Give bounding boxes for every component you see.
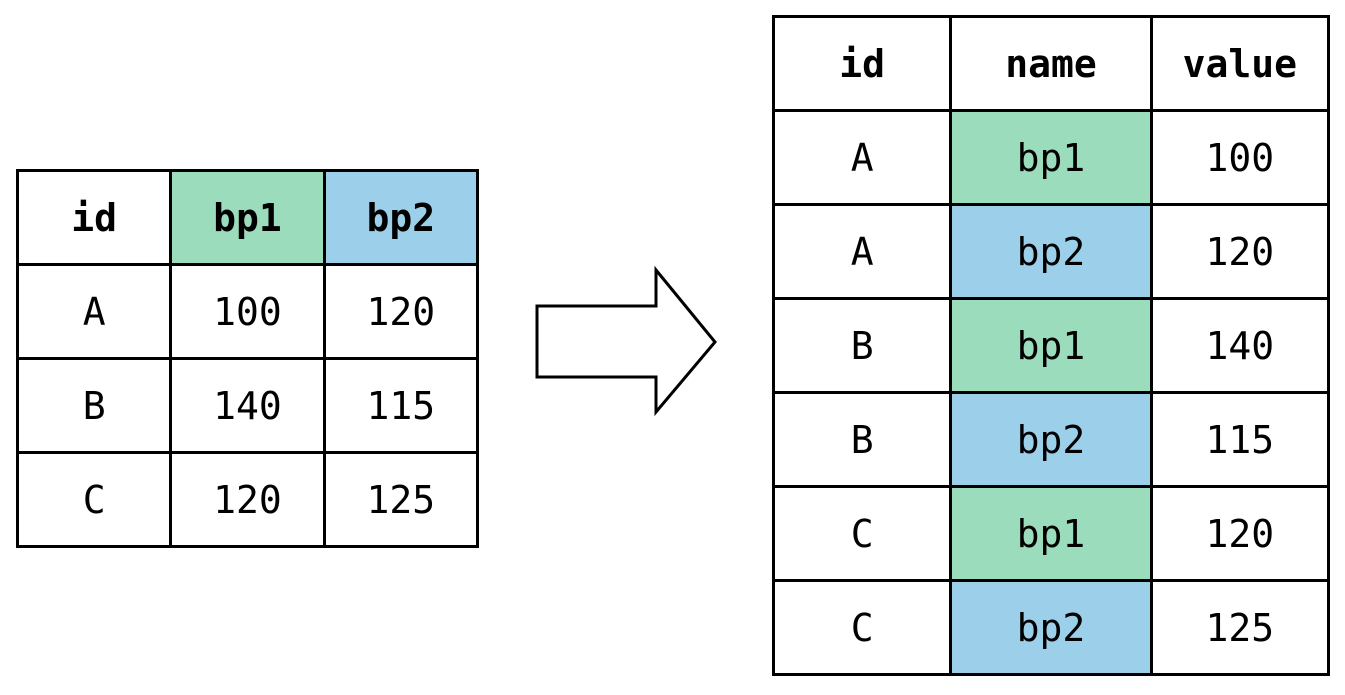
long-cell-id: B	[771, 297, 953, 394]
long-cell-id: C	[771, 579, 953, 676]
long-header-value: value	[1149, 15, 1331, 112]
long-cell-name: bp1	[949, 297, 1153, 394]
long-table-row: C bp2 125	[771, 579, 1331, 676]
long-cell-id: C	[771, 485, 953, 582]
wide-table-row: B 140 115	[15, 357, 480, 454]
long-header-row: id name value	[771, 15, 1331, 112]
long-table-row: C bp1 120	[771, 485, 1331, 582]
wide-header-bp1: bp1	[169, 169, 326, 266]
long-header-name: name	[949, 15, 1153, 112]
long-table-row: B bp2 115	[771, 391, 1331, 488]
long-table-row: A bp1 100	[771, 109, 1331, 206]
wide-cell-bp2: 120	[322, 263, 480, 360]
long-cell-name: bp2	[949, 203, 1153, 300]
wide-table: id bp1 bp2 A 100 120 B 140 115 C 120 125	[15, 169, 480, 548]
wide-cell-id: B	[15, 357, 173, 454]
right-arrow-icon	[535, 265, 717, 417]
wide-cell-bp1: 100	[169, 263, 326, 360]
long-header-id: id	[771, 15, 953, 112]
wide-cell-bp2: 125	[322, 451, 480, 548]
long-cell-value: 140	[1149, 297, 1331, 394]
long-cell-name: bp2	[949, 391, 1153, 488]
long-cell-name: bp2	[949, 579, 1153, 676]
long-cell-value: 120	[1149, 203, 1331, 300]
long-table-row: B bp1 140	[771, 297, 1331, 394]
wide-header-row: id bp1 bp2	[15, 169, 480, 266]
long-table-row: A bp2 120	[771, 203, 1331, 300]
wide-cell-id: C	[15, 451, 173, 548]
wide-cell-id: A	[15, 263, 173, 360]
long-cell-value: 100	[1149, 109, 1331, 206]
wide-table-row: A 100 120	[15, 263, 480, 360]
long-cell-value: 120	[1149, 485, 1331, 582]
long-cell-id: B	[771, 391, 953, 488]
long-cell-id: A	[771, 203, 953, 300]
long-cell-value: 115	[1149, 391, 1331, 488]
wide-cell-bp1: 120	[169, 451, 326, 548]
wide-cell-bp1: 140	[169, 357, 326, 454]
long-table: id name value A bp1 100 A bp2 120 B bp1 …	[771, 15, 1331, 676]
wide-header-bp2: bp2	[322, 169, 480, 266]
wide-table-row: C 120 125	[15, 451, 480, 548]
long-cell-name: bp1	[949, 485, 1153, 582]
long-cell-value: 125	[1149, 579, 1331, 676]
wide-cell-bp2: 115	[322, 357, 480, 454]
long-cell-id: A	[771, 109, 953, 206]
wide-header-id: id	[15, 169, 173, 266]
long-cell-name: bp1	[949, 109, 1153, 206]
